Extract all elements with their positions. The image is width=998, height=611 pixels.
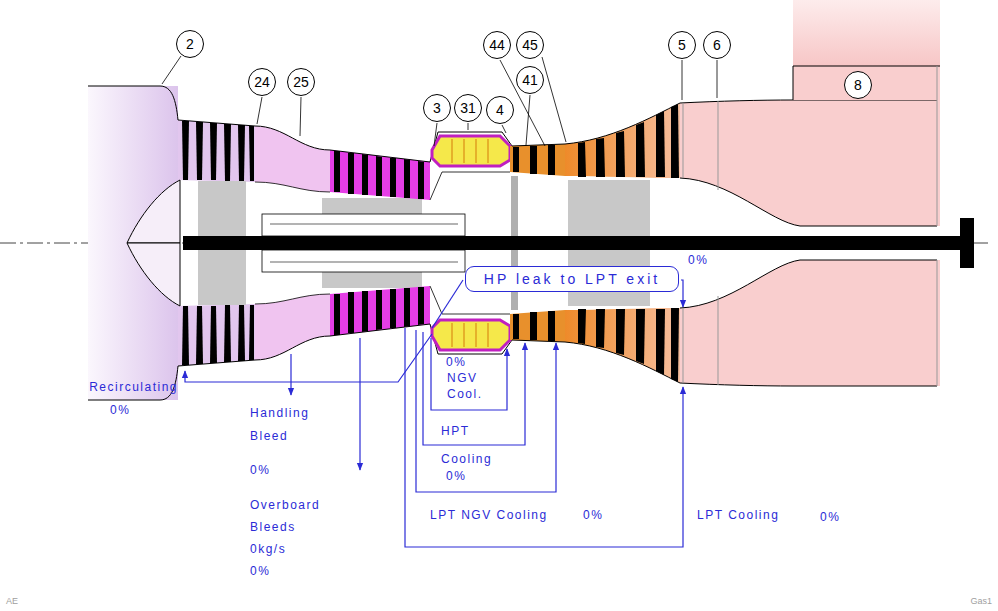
flow-annotation: Handling Bleed — [250, 402, 309, 448]
station-number: 2 — [186, 36, 194, 52]
flow-annotation: NGV Cool. — [447, 370, 483, 402]
bleed-flow-line — [359, 338, 360, 470]
station-circle: 45 — [516, 31, 544, 59]
exhaust-plume — [793, 66, 940, 100]
station-number: 31 — [460, 100, 476, 116]
bleed-flow-line — [416, 330, 556, 492]
flow-label-box: HP leak to LPT exit — [465, 266, 679, 292]
station-number: 6 — [713, 37, 721, 53]
flow-annotation: 0% — [688, 253, 708, 267]
flow-annotation: Recirculating — [89, 380, 178, 394]
watermark: Gas1 — [970, 596, 992, 607]
flow-label: HP leak to LPT exit — [484, 270, 660, 288]
station-leader — [682, 60, 683, 100]
bleed-flow-line — [432, 280, 463, 328]
station-circle: 31 — [454, 94, 482, 122]
bleed-flow-line — [431, 338, 507, 410]
bleed-flow-line — [185, 280, 683, 547]
station-circle: 41 — [516, 66, 544, 94]
bleed-flow-line — [681, 280, 683, 307]
station-number: 8 — [854, 77, 862, 93]
exhaust-plume — [793, 0, 940, 100]
flow-annotation: Cooling — [441, 452, 492, 466]
station-leader — [300, 97, 301, 136]
station-circle: 4 — [486, 96, 514, 124]
shaft — [183, 236, 965, 250]
exhaust-plume — [793, 66, 940, 100]
shaft — [183, 218, 974, 268]
station-circle: 44 — [483, 31, 511, 59]
station-circle: 3 — [423, 94, 451, 122]
flow-annotation: 0% — [446, 469, 466, 483]
station-circle: 25 — [287, 68, 315, 96]
station-number: 44 — [489, 37, 505, 53]
flow-annotation: 0% — [250, 564, 270, 578]
station-leader — [502, 125, 506, 133]
bleed-flow-line — [423, 332, 525, 445]
flow-annotation: 0% — [820, 510, 840, 524]
station-number: 45 — [522, 37, 538, 53]
station-leader — [434, 123, 437, 146]
flow-annotation: 0% — [583, 508, 603, 522]
station-leader — [257, 97, 262, 124]
station-leader — [468, 123, 469, 130]
station-leader — [717, 60, 718, 98]
shaft — [960, 218, 974, 268]
station-number: 4 — [496, 102, 504, 118]
station-leader — [526, 95, 530, 145]
station-circle: 6 — [703, 31, 731, 59]
station-circle: 24 — [248, 68, 276, 96]
bleed-flow-line — [290, 354, 291, 395]
flow-annotation: 0% — [250, 463, 270, 477]
station-leader — [162, 56, 717, 146]
flow-annotation: HPT — [441, 424, 470, 438]
station-leader — [542, 57, 566, 142]
bleed-flow-line — [405, 328, 683, 547]
station-circle: 8 — [844, 71, 872, 99]
engine-upper-half — [88, 86, 940, 243]
flow-annotation: 0% — [446, 355, 466, 369]
flow-annotation: Overboard Bleeds — [250, 494, 320, 538]
exhaust-plume — [793, 0, 940, 66]
flow-annotation: 0% — [110, 403, 130, 417]
station-leader — [162, 56, 181, 84]
station-number: 5 — [678, 37, 686, 53]
flow-annotation: LPT Cooling — [697, 508, 779, 522]
station-number: 24 — [254, 74, 270, 90]
flow-annotation: LPT NGV Cooling — [430, 508, 548, 522]
station-number: 3 — [433, 100, 441, 116]
station-circle: 2 — [176, 30, 204, 58]
watermark: AE — [6, 596, 18, 607]
bleed-flow-line — [185, 334, 432, 382]
station-circle: 5 — [668, 31, 696, 59]
engine-lower-half — [88, 243, 940, 400]
exhaust-plume — [937, 66, 938, 100]
flow-annotation: 0kg/s — [250, 542, 286, 556]
station-number: 41 — [522, 72, 538, 88]
station-number: 25 — [293, 74, 309, 90]
